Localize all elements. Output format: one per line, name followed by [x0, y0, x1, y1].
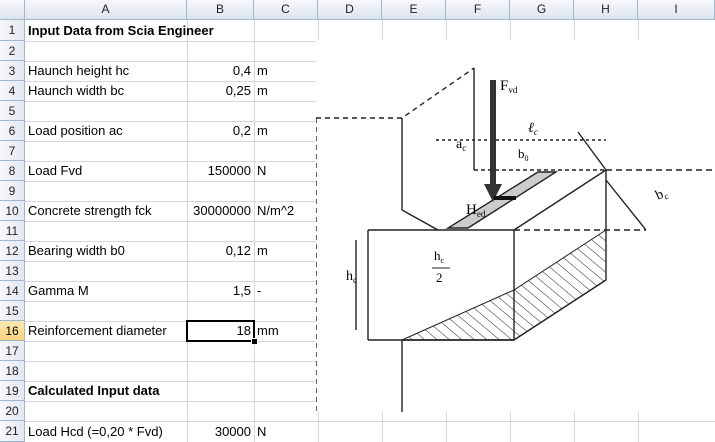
label-hc: h — [346, 269, 353, 284]
cell-a4[interactable]: Haunch width bc — [28, 83, 125, 98]
column-header-g[interactable]: G — [510, 0, 574, 20]
cell-a10[interactable]: Concrete strength fck — [28, 203, 152, 218]
row-header-20[interactable]: 20 — [0, 401, 25, 421]
label-hc-half: h — [434, 248, 441, 263]
row-header-1[interactable]: 1 — [0, 20, 25, 41]
cell-c6[interactable]: m — [257, 123, 268, 138]
cell-c16[interactable]: mm — [257, 323, 279, 338]
cell-b10[interactable]: 30000000 — [193, 203, 251, 218]
label-fvd: F — [500, 78, 508, 94]
cell-a1[interactable]: Input Data from Scia Engineer — [28, 23, 214, 38]
row-header-4[interactable]: 4 — [0, 81, 25, 101]
row-header-21[interactable]: 21 — [0, 421, 25, 442]
cell-b3[interactable]: 0,4 — [232, 63, 251, 78]
row-header-7[interactable]: 7 — [0, 141, 25, 161]
row-header-15[interactable]: 15 — [0, 301, 25, 321]
cell-b16[interactable]: 18 — [236, 323, 251, 338]
cell-a21[interactable]: Load Hcd (=0,20 * Fvd) — [28, 424, 163, 439]
cell-a3[interactable]: Haunch height hc — [28, 63, 130, 78]
cell-c3[interactable]: m — [257, 63, 268, 78]
label-lc: ℓ — [528, 121, 534, 136]
label-hc-sub: c — [353, 275, 357, 285]
cell-a19[interactable]: Calculated Input data — [28, 383, 160, 398]
row-header-19[interactable]: 19 — [0, 381, 25, 401]
cell-c8[interactable]: N — [257, 163, 267, 178]
row-header-3[interactable]: 3 — [0, 61, 25, 81]
cell-c12[interactable]: m — [257, 243, 268, 258]
cell-c21[interactable]: N — [257, 424, 267, 439]
row-header-17[interactable]: 17 — [0, 341, 25, 361]
row-header-8[interactable]: 8 — [0, 161, 25, 181]
label-hed: H — [466, 202, 477, 218]
svg-text:hc: hc — [434, 248, 445, 265]
cell-c4[interactable]: m — [257, 83, 268, 98]
cell-b21[interactable]: 30000 — [214, 424, 251, 439]
row-header-5[interactable]: 5 — [0, 101, 25, 121]
label-half-denominator: 2 — [436, 270, 443, 285]
label-ac: a — [456, 137, 463, 152]
cell-b14[interactable]: 1,5 — [232, 283, 251, 298]
cell-c10[interactable]: N/m^2 — [257, 203, 295, 218]
cell-a8[interactable]: Load Fvd — [28, 163, 83, 178]
svg-text:Hed: Hed — [466, 202, 486, 219]
row-header-13[interactable]: 13 — [0, 261, 25, 281]
column-header-c[interactable]: C — [254, 0, 318, 20]
cell-b4[interactable]: 0,25 — [225, 83, 251, 98]
cell-a6[interactable]: Load position ac — [28, 123, 123, 138]
row-header-2[interactable]: 2 — [0, 41, 25, 61]
row-header-18[interactable]: 18 — [0, 361, 25, 381]
svg-text:ℓc: ℓc — [528, 121, 538, 137]
row-header-14[interactable]: 14 — [0, 281, 25, 301]
row-header-6[interactable]: 6 — [0, 121, 25, 141]
row-header-12[interactable]: 12 — [0, 241, 25, 261]
label-fvd-sub: vd — [508, 85, 518, 95]
label-b0: b — [518, 146, 525, 161]
label-hc-half-sub: c — [441, 256, 445, 265]
label-lc-sub: c — [534, 127, 538, 137]
row-header-11[interactable]: 11 — [0, 221, 25, 241]
row-header-10[interactable]: 10 — [0, 201, 25, 221]
haunch-diagram-picture[interactable]: Fvd ac ℓc b0 Hed bc hc hc 2 — [315, 40, 715, 412]
active-cell-selection[interactable] — [186, 320, 255, 342]
select-all-corner[interactable] — [0, 0, 25, 20]
cell-a12[interactable]: Bearing width b0 — [28, 243, 125, 258]
row-header-16[interactable]: 16 — [0, 321, 25, 341]
label-bc-sub: c — [662, 191, 670, 202]
cell-a14[interactable]: Gamma M — [28, 283, 89, 298]
column-header-d[interactable]: D — [318, 0, 382, 20]
haunch-drawing: Fvd ac ℓc b0 Hed bc hc hc 2 — [315, 67, 715, 412]
column-header-a[interactable]: A — [25, 0, 187, 20]
label-ac-sub: c — [462, 143, 466, 153]
column-header-f[interactable]: F — [446, 0, 510, 20]
column-header-h[interactable]: H — [574, 0, 638, 20]
label-b0-sub: 0 — [525, 154, 529, 163]
svg-text:hc: hc — [346, 269, 357, 285]
label-hed-sub: ed — [477, 209, 486, 219]
cell-b12[interactable]: 0,12 — [225, 243, 251, 258]
cell-b6[interactable]: 0,2 — [232, 123, 251, 138]
svg-text:ac: ac — [456, 137, 466, 153]
cell-a16[interactable]: Reinforcement diameter — [28, 323, 167, 338]
svg-text:bc: bc — [653, 185, 670, 204]
svg-text:Fvd: Fvd — [500, 78, 518, 95]
column-header-e[interactable]: E — [382, 0, 446, 20]
cell-b8[interactable]: 150000 — [207, 163, 251, 178]
row-header-9[interactable]: 9 — [0, 181, 25, 201]
fill-handle[interactable] — [251, 338, 258, 345]
cell-c14[interactable]: - — [257, 283, 262, 298]
column-header-b[interactable]: B — [187, 0, 254, 20]
svg-text:b0: b0 — [518, 146, 529, 163]
column-header-i[interactable]: I — [638, 0, 715, 20]
